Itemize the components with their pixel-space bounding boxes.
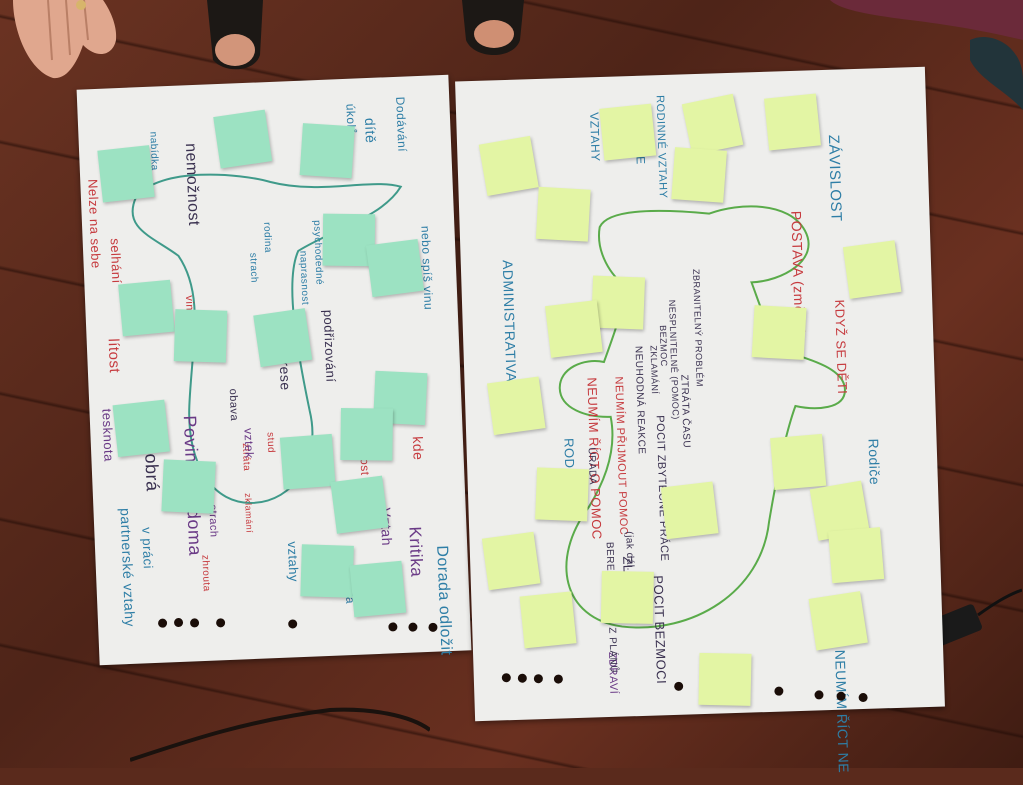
sticky-note <box>112 399 170 458</box>
note-word: Kritika <box>405 526 427 578</box>
note-word: rodina <box>261 221 274 254</box>
shoe-right <box>462 0 524 60</box>
note-word: zhrouta <box>199 554 212 592</box>
sticky-note <box>299 123 355 179</box>
sticky-note <box>808 591 868 651</box>
note-word: RODINNÉ VZTAHY <box>653 94 669 199</box>
note-word: zklamání <box>242 492 255 534</box>
note-word: partnerské vztahy <box>117 507 139 628</box>
flipchart-sheet-right: ZÁVISLOST POSTAVA (změna) ADMINISTRATIVA… <box>455 66 945 773</box>
note-word: nemožnost <box>181 142 203 227</box>
punch-hole <box>173 617 184 628</box>
punch-hole <box>533 674 544 684</box>
sticky-note <box>349 560 407 618</box>
note-word: ZBRANITELNÝ PROBLÉM <box>691 268 705 388</box>
note-word: podřizování <box>320 309 339 383</box>
punch-hole <box>553 674 564 684</box>
hand <box>8 0 118 80</box>
note-word: selhání <box>107 237 125 284</box>
sticky-note <box>519 591 577 649</box>
sticky-note <box>253 308 313 368</box>
note-word: stud <box>264 431 277 454</box>
note-word: Dorada odložit <box>433 545 455 656</box>
note-word: vztahy <box>284 541 302 583</box>
punch-hole <box>858 692 868 703</box>
punch-hole <box>674 681 684 691</box>
punch-hole <box>501 673 511 683</box>
punch-hole <box>157 618 168 628</box>
sticky-note <box>481 531 541 591</box>
sticky-note <box>842 240 902 299</box>
note-word: KDYŽ SE DĚTI <box>832 299 851 395</box>
sticky-note <box>365 238 425 298</box>
note-word: lítost <box>104 338 123 374</box>
note-word: NESPLNITELNÉ (POMOC) <box>667 299 681 420</box>
note-word: naprasnost <box>297 250 311 306</box>
note-word: kde <box>409 435 427 461</box>
punch-hole <box>517 673 527 683</box>
sticky-note <box>660 481 719 540</box>
note-word: BEZMOC <box>657 324 670 367</box>
note-word: Rodiče <box>865 438 883 486</box>
sticky-note <box>544 300 603 358</box>
sticky-note <box>764 93 821 151</box>
note-word: Dodávání <box>393 96 410 153</box>
sticky-note <box>340 408 393 461</box>
note-word: ZÁVISLOST <box>824 134 845 222</box>
sticky-note <box>671 147 727 203</box>
shoe-left <box>205 0 265 75</box>
flipchart-sheet-left: nemožnost být dobrá Povinnosti doma Krit… <box>76 74 472 666</box>
sticky-note <box>828 527 885 584</box>
sticky-note <box>118 279 175 337</box>
sticky-note <box>161 459 216 514</box>
sticky-note <box>770 433 827 491</box>
sticky-note <box>97 145 155 203</box>
note-word: v práci <box>139 526 156 570</box>
punch-hole <box>388 622 398 632</box>
bag <box>830 0 1023 110</box>
note-word: vztek <box>241 427 257 459</box>
sticky-note <box>751 305 807 360</box>
punch-hole <box>189 618 200 628</box>
sticky-note <box>478 135 539 196</box>
note-word: NEUMÍM ŘÍCT NE <box>832 649 852 774</box>
sticky-note <box>486 376 546 436</box>
sticky-note <box>599 103 657 161</box>
note-word: strach <box>247 252 260 284</box>
sticky-note <box>681 93 744 156</box>
sticky-note <box>330 475 389 534</box>
sticky-note <box>300 544 354 598</box>
punch-hole <box>215 618 226 628</box>
punch-hole <box>288 619 298 629</box>
sticky-note <box>173 309 228 363</box>
note-word: NEUHODNÁ REAKCE <box>632 345 647 455</box>
note-word: obava <box>226 388 241 422</box>
punch-hole <box>814 690 824 700</box>
punch-hole <box>774 686 784 696</box>
sticky-note <box>698 652 752 706</box>
note-word: ADMINISTRATIVA <box>499 259 520 383</box>
sticky-note <box>213 109 273 169</box>
punch-hole <box>408 622 418 632</box>
sticky-note <box>535 186 591 242</box>
sticky-note <box>535 467 590 522</box>
sticky-note <box>279 433 336 490</box>
sticky-note <box>600 570 654 624</box>
note-word: NEUMÍM PŘIJMOUT POMOC <box>612 376 630 536</box>
cable <box>129 680 432 768</box>
note-word: dítě <box>361 117 379 144</box>
